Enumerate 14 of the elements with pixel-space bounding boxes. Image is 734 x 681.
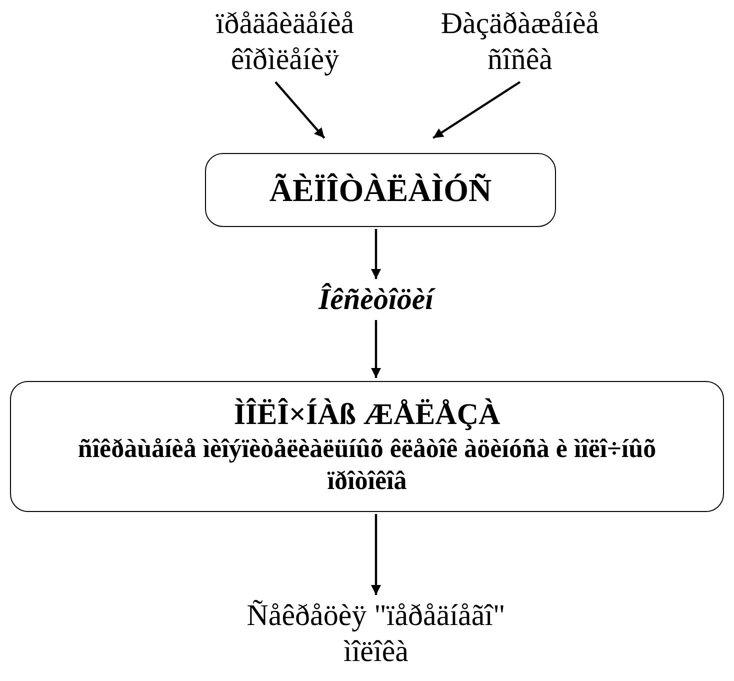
arrow [432,81,521,139]
input-label: ïðåäâèäåíèå êîðìëåíèÿ [214,6,356,78]
hormone-label: Îêñèòîöèí [318,282,434,318]
arrow [371,514,381,595]
arrow [274,81,326,139]
box-heading: ÌÎËÎ×ÍÀß ÆÅËÅÇÀ [234,397,500,434]
arrow [371,320,381,378]
output-label: Ñåêðåöèÿ "ïåðåäíåãî" ìîëîêà [246,598,506,670]
process-box [205,153,556,227]
input-label: Ðàçäðàæåíèå ñîñêà [440,6,600,78]
box-description: ñîêðàùåíèå ìèîýïèòåëèàëüíûõ êëåòîê àöèíóñà è ìîëî÷íûõ ïðîòîêîâ [76,433,658,496]
process-box [10,381,724,512]
arrow [371,229,381,279]
box-heading: ÃÈÏÎÒÀËÀÌÓÑ [269,170,492,210]
